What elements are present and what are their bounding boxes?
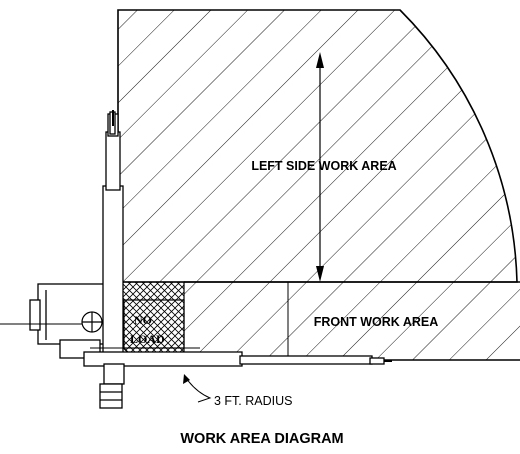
diagram-title: WORK AREA DIAGRAM [180,431,343,447]
no-load-label-line1: NO [134,313,152,327]
radius-dimension-label: 3 FT. RADIUS [214,394,293,408]
front-work-area-region [184,281,520,361]
vertical-boom [102,110,124,357]
no-load-label-line2: LOAD [130,332,165,346]
radius-leader [183,374,212,403]
left-side-work-area-label: LEFT SIDE WORK AREA [251,159,396,173]
front-work-area-label: FRONT WORK AREA [314,315,439,329]
no-load-box [123,299,185,349]
pivot-circle-icon [0,311,103,333]
height-dimension-arrow [316,52,324,282]
lower-drive-unit [99,363,125,409]
machine-body [29,283,107,359]
left-side-work-area-region [117,9,518,283]
horizontal-boom [83,347,392,367]
